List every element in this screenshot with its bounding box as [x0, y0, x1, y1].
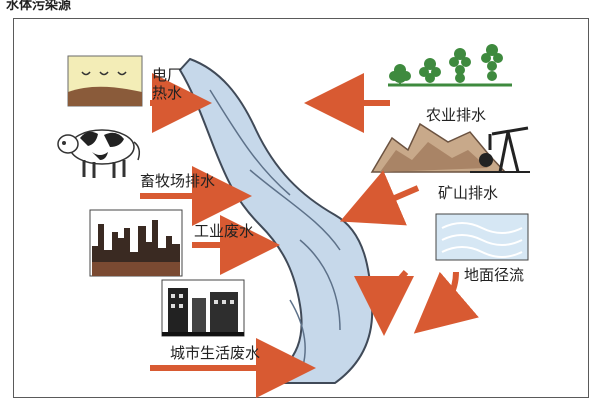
arrow-mining	[339, 170, 420, 226]
label-power-plant-line2: 热水	[152, 84, 183, 102]
label-runoff: 地面径流	[464, 266, 525, 284]
river-flow-line	[249, 169, 341, 251]
arrow-runoff-right	[413, 271, 479, 334]
agriculture-picture	[388, 44, 512, 87]
cow-picture	[57, 129, 141, 178]
page-title: 水体污染源	[6, 0, 72, 13]
label-mining: 矿山排水	[438, 184, 499, 202]
label-livestock: 畜牧场排水	[140, 172, 216, 190]
power-plant-picture	[67, 55, 143, 107]
river-flow-line	[299, 239, 341, 331]
label-industry: 工业废水	[194, 222, 255, 240]
label-urban: 城市生活废水	[170, 344, 261, 362]
mining-picture	[370, 122, 530, 173]
river-flow-line	[209, 89, 291, 196]
runoff-picture	[435, 213, 529, 261]
arrow-runoff-left	[354, 270, 415, 336]
industry-picture	[89, 209, 183, 277]
label-power-plant-line1: 电厂	[152, 66, 183, 84]
urban-picture	[161, 279, 245, 337]
label-agriculture: 农业排水	[426, 106, 487, 124]
